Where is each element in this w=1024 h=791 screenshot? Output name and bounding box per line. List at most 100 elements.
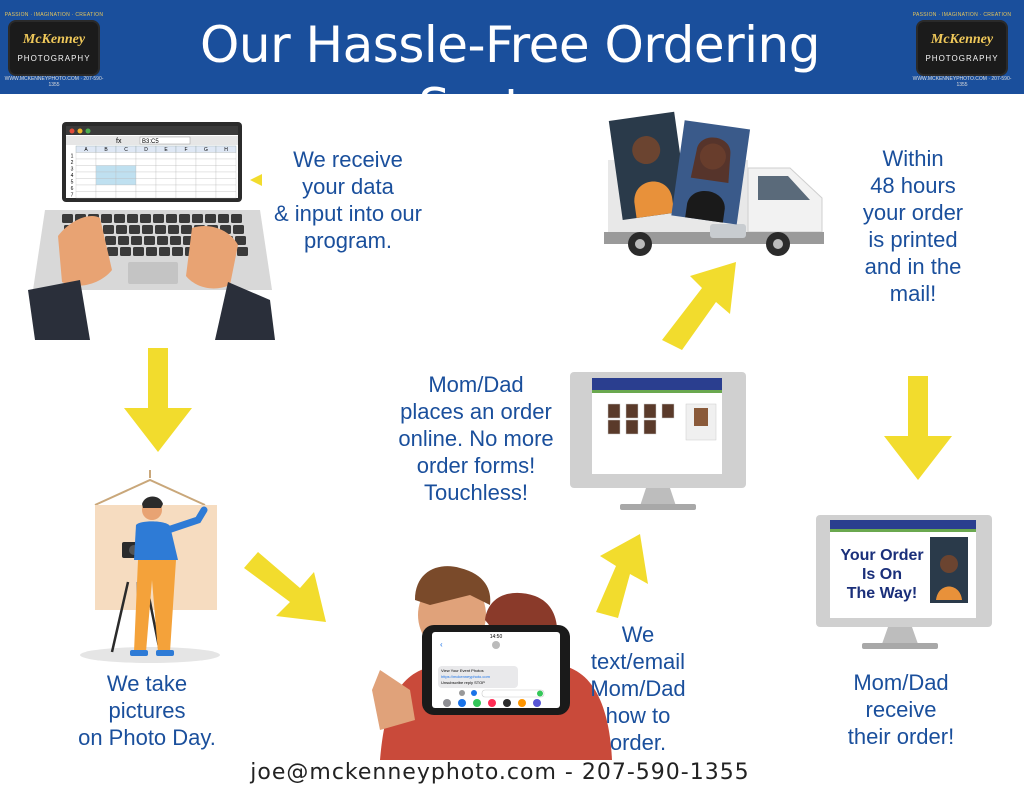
- spreadsheet-cell: [95, 165, 117, 173]
- keyboard-key: [168, 225, 179, 234]
- header-bar: [0, 0, 1024, 94]
- spreadsheet-cell: [195, 158, 217, 166]
- logo-badge: [10, 22, 98, 74]
- keyboard-key: [107, 247, 118, 256]
- spreadsheet-cell: [175, 152, 197, 160]
- keyboard-key: [129, 225, 140, 234]
- spreadsheet-cell: [75, 171, 97, 179]
- row-header-label: 5: [71, 180, 74, 186]
- laptop-toolbar-fx: fx: [116, 138, 122, 145]
- logo-sub: PHOTOGRAPHY: [17, 54, 91, 63]
- order-site-navbar: [592, 390, 722, 393]
- spreadsheet-cell: [195, 178, 217, 186]
- spreadsheet-cell: [135, 152, 157, 160]
- flow-arrows: [124, 262, 952, 622]
- spreadsheet-cell: [155, 152, 177, 160]
- spreadsheet-cell: [75, 165, 97, 173]
- spreadsheet-cell: [195, 171, 217, 179]
- monitor-stand: [640, 488, 676, 506]
- truck-window: [758, 176, 810, 200]
- delivered-photo-face: [940, 555, 958, 573]
- spreadsheet-cell: [75, 152, 97, 160]
- spreadsheet-cell: [175, 178, 197, 186]
- photo-thumbnail[interactable]: [661, 403, 675, 419]
- photo-thumbnail[interactable]: [643, 419, 657, 435]
- order-site-header: [592, 378, 722, 390]
- app-icon[interactable]: [503, 699, 511, 707]
- keyboard-key: [155, 225, 166, 234]
- photo-thumbnail[interactable]: [625, 419, 639, 435]
- photo-thumbnail[interactable]: [607, 419, 621, 435]
- order-monitor-illustration: [570, 372, 746, 510]
- site-header: [830, 520, 976, 529]
- monitor-base: [620, 504, 696, 510]
- spreadsheet-cell: [155, 191, 177, 199]
- order-on-way-banner: Your Order Is On The Way!: [840, 547, 924, 602]
- photo-thumbnail[interactable]: [643, 403, 657, 419]
- column-header-label: G: [204, 147, 208, 153]
- step-take-pictures: We take pictures on Photo Day.: [78, 671, 216, 750]
- spreadsheet-cell: [95, 191, 117, 199]
- spreadsheet-cell: [155, 158, 177, 166]
- app-icon[interactable]: [533, 699, 541, 707]
- keyboard-key: [235, 236, 246, 245]
- keyboard-key: [116, 225, 127, 234]
- keyboard-key: [166, 214, 177, 223]
- step-text-email: We text/email Mom/Dad how to order.: [590, 622, 686, 755]
- app-icon[interactable]: [473, 699, 481, 707]
- app-icon[interactable]: [518, 699, 526, 707]
- camera-icon[interactable]: [459, 690, 465, 696]
- left-sleeve: [28, 280, 90, 340]
- keyboard-key: [159, 247, 170, 256]
- logo-brand: McKenney: [22, 32, 86, 47]
- column-header-label: C: [124, 147, 128, 153]
- app-icon[interactable]: [443, 699, 451, 707]
- window-minimize-icon: [77, 128, 83, 134]
- logo-tagline: PASSION · IMAGINATION · CREATION: [4, 12, 104, 18]
- photo-thumbnail[interactable]: [607, 403, 621, 419]
- spreadsheet-cell: [155, 171, 177, 179]
- keyboard-key: [118, 236, 129, 245]
- spreadsheet-cell: [195, 184, 217, 192]
- truck-hubcap-rear: [635, 239, 645, 249]
- message-input[interactable]: [481, 689, 545, 698]
- person-two-hair: [485, 592, 558, 650]
- column-header-label: A: [84, 147, 88, 153]
- spreadsheet-cell: [175, 165, 197, 173]
- app-icon[interactable]: [458, 699, 466, 707]
- frame-string: [94, 478, 206, 506]
- truck-illustration: [604, 111, 824, 256]
- send-icon[interactable]: [537, 690, 543, 697]
- spreadsheet-cell: [195, 152, 217, 160]
- photographer-hair: [142, 496, 163, 508]
- spreadsheet-cell: [135, 191, 157, 199]
- logo-sub: PHOTOGRAPHY: [925, 54, 999, 63]
- cell-reference: B3:C5: [142, 139, 159, 145]
- laptop-trackpad: [128, 262, 178, 284]
- phone-time: 14:50: [490, 634, 503, 640]
- logo-badge: [918, 22, 1006, 74]
- arrow-down-1: [124, 348, 192, 452]
- truck-tank: [710, 224, 746, 238]
- spreadsheet-cell: [95, 152, 117, 160]
- arrow-up-1: [662, 262, 736, 350]
- spreadsheet-cell: [215, 184, 237, 192]
- formula-field: [139, 136, 191, 145]
- photo-thumbnail[interactable]: [625, 403, 639, 419]
- floor-shadow: [80, 647, 220, 663]
- keyboard-key: [170, 236, 181, 245]
- column-header-label: F: [184, 147, 187, 153]
- keyboard-key: [127, 214, 138, 223]
- app-icon[interactable]: [488, 699, 496, 707]
- photo-one-shirt: [634, 181, 675, 219]
- app-store-icon[interactable]: [471, 690, 477, 696]
- laptop-titlebar: [66, 126, 238, 135]
- column-header-label: E: [164, 147, 168, 153]
- left-hand: [58, 216, 112, 286]
- hand-holding-phone: [372, 670, 415, 730]
- spreadsheet-cell: [175, 158, 197, 166]
- keyboard-key: [233, 225, 244, 234]
- step-place-order: Mom/Dad places an order online. No more …: [398, 372, 554, 505]
- message-link[interactable]: https://mckenneyphoto.com: [441, 674, 491, 679]
